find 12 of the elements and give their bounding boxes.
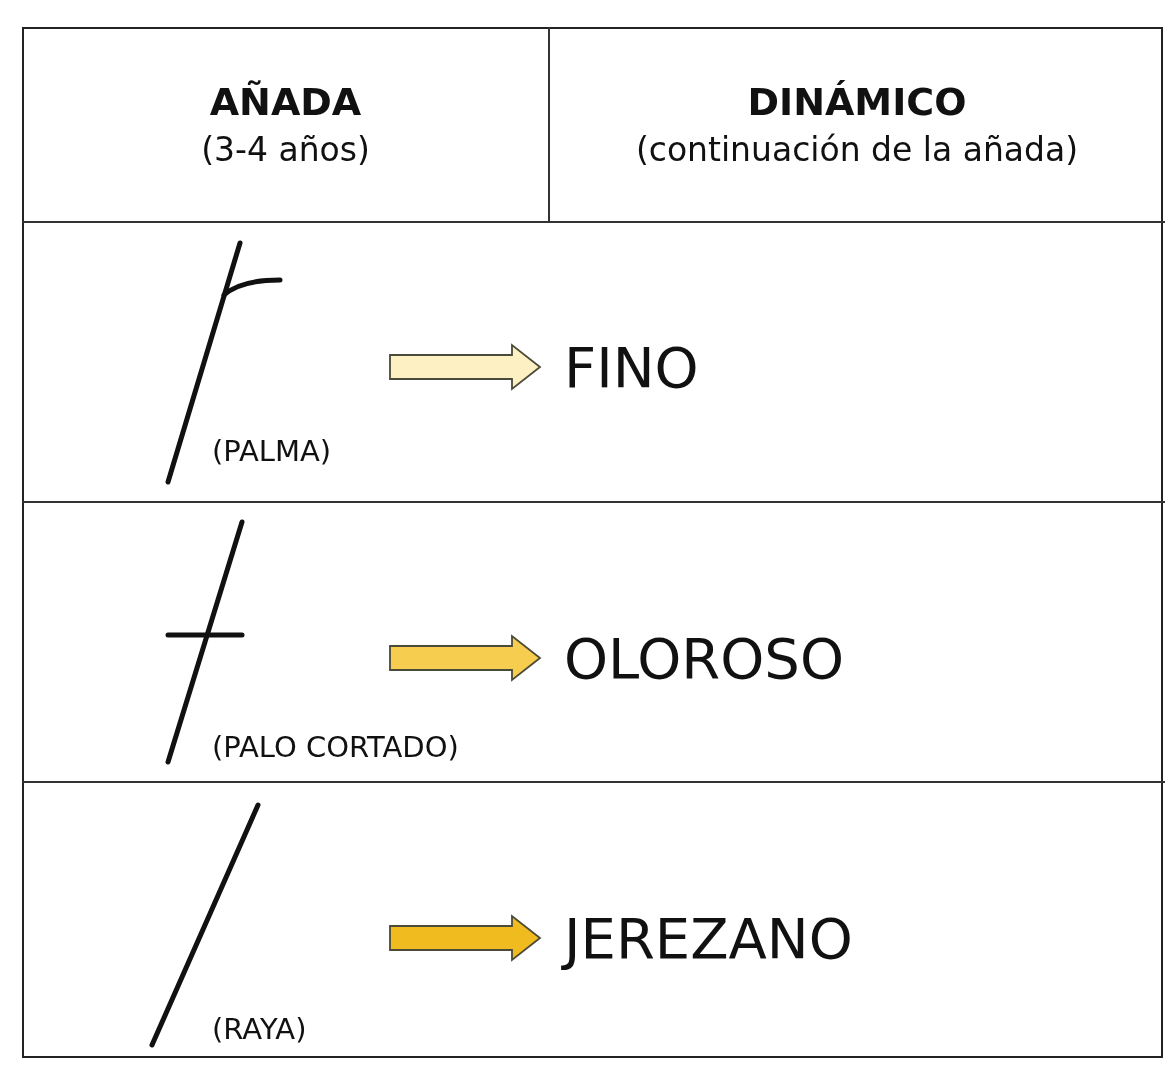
wine-type-label: FINO xyxy=(564,334,699,400)
column-heading: DINÁMICO xyxy=(747,80,967,124)
column-subheading: (3-4 años) xyxy=(201,130,370,169)
mark-label: (PALO CORTADO) xyxy=(212,730,459,764)
column-heading: AÑADA xyxy=(209,80,362,124)
wine-type-label: OLOROSO xyxy=(564,625,844,691)
mark-label: (PALMA) xyxy=(212,434,332,468)
mark-label: (RAYA) xyxy=(212,1012,307,1046)
block-arrow xyxy=(389,634,542,682)
block-arrow xyxy=(389,343,542,391)
block-arrow xyxy=(389,914,542,962)
column-subheading: (continuación de la añada) xyxy=(635,130,1079,169)
